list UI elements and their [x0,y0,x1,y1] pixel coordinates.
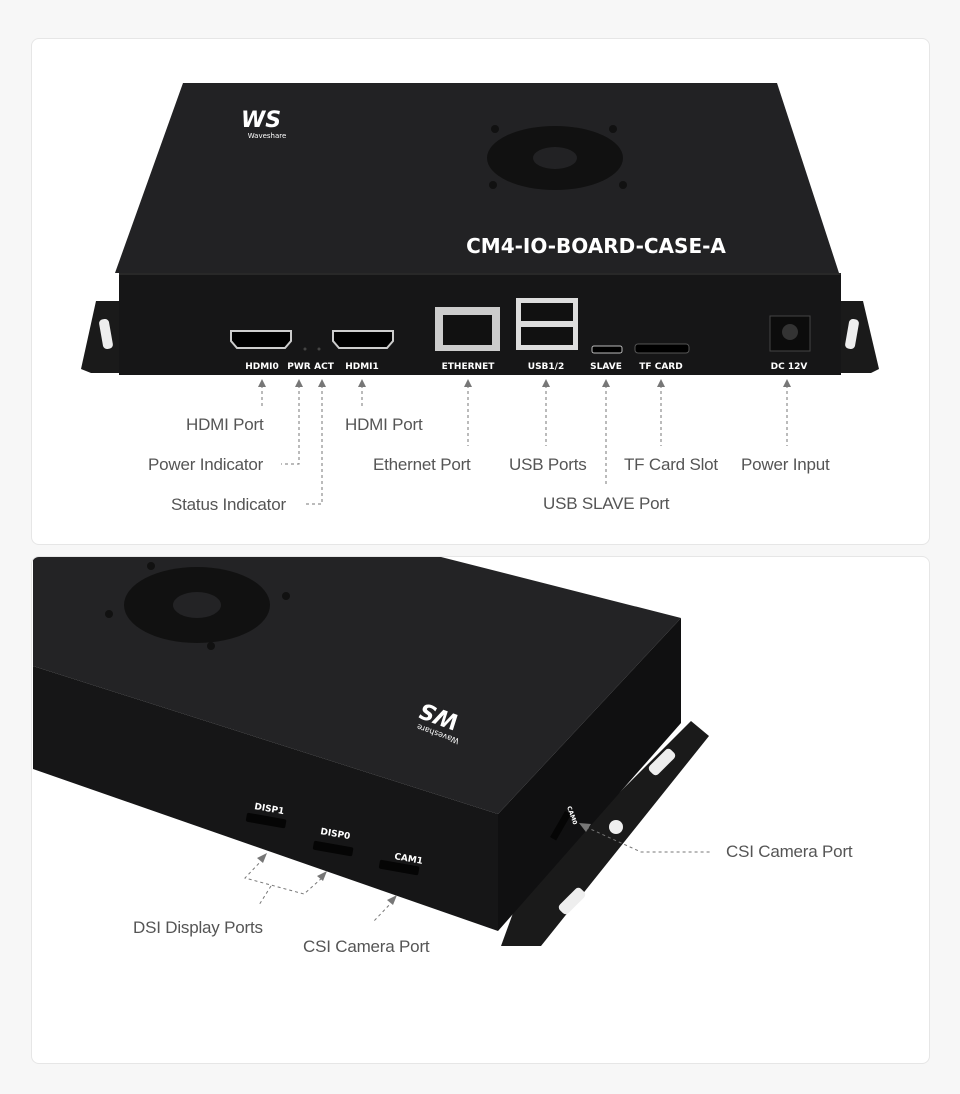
model-label: CM4-IO-BOARD-CASE-A [466,234,726,258]
silk-hdmi0: HDMI0 [245,362,279,372]
silk-hdmi1: HDMI1 [345,362,379,372]
silk-tf: TF CARD [639,362,682,372]
side-flange [501,721,709,946]
silk-cam1: CAM1 [393,852,423,867]
callout-ethernet: Ethernet Port [373,455,471,474]
case-top [115,83,839,273]
tf-card-slot [634,343,690,354]
silk-pwr: PWR [287,362,311,372]
device-side-illustration: WS Waveshare DISP1 DISP0 CAM1 CAM0 [33,557,711,946]
device-front-illustration: WS Waveshare CM4-IO-BOARD-CASE-A HDMI0 P… [81,83,879,505]
cam0-slot [550,811,572,841]
fan-vent-icon [105,562,290,650]
right-flange [836,301,879,373]
silk-usb: USB1/2 [528,362,564,372]
waveshare-logo: WS Waveshare [241,108,286,140]
leader-lines [261,385,788,505]
cam1-slot [378,859,420,876]
callout-usb: USB Ports [509,455,587,474]
callout-power-input: Power Input [741,455,830,474]
callout-tf-card: TF Card Slot [624,455,718,474]
arrow-icons [258,379,791,387]
callout-hdmi0: HDMI Port [186,415,264,434]
svg-text:WS: WS [241,108,281,133]
leader-lines [244,826,711,923]
callout-status-indicator: Status Indicator [171,495,286,514]
callout-csi-front: CSI Camera Port [303,937,430,956]
act-led-icon [317,347,321,351]
disp0-slot [312,840,354,857]
logo-text: Waveshare [248,132,287,140]
top-product-panel: WS Waveshare CM4-IO-BOARD-CASE-A HDMI0 P… [31,38,930,545]
usb-slave-port [591,345,623,354]
silk-ethernet: ETHERNET [442,362,496,372]
silk-slave: SLAVE [590,362,622,372]
callout-usb-slave: USB SLAVE Port [543,494,670,513]
callout-power-indicator: Power Indicator [148,455,264,474]
silk-act: ACT [314,362,335,372]
case-side [498,618,681,931]
fan-vent-icon [487,125,627,190]
hdmi0-port [230,330,292,349]
disp1-slot [245,812,287,829]
callout-dsi-display-ports: DSI Display Ports [133,918,263,937]
silk-dc: DC 12V [771,362,808,372]
pwr-led-icon [303,347,307,351]
arrow-icons [257,823,591,905]
callout-csi-side: CSI Camera Port [726,842,853,861]
side-product-panel: WS Waveshare DISP1 DISP0 CAM1 CAM0 DSI D… [31,556,930,1064]
hdmi1-port [332,330,394,349]
callout-hdmi1: HDMI Port [345,415,423,434]
